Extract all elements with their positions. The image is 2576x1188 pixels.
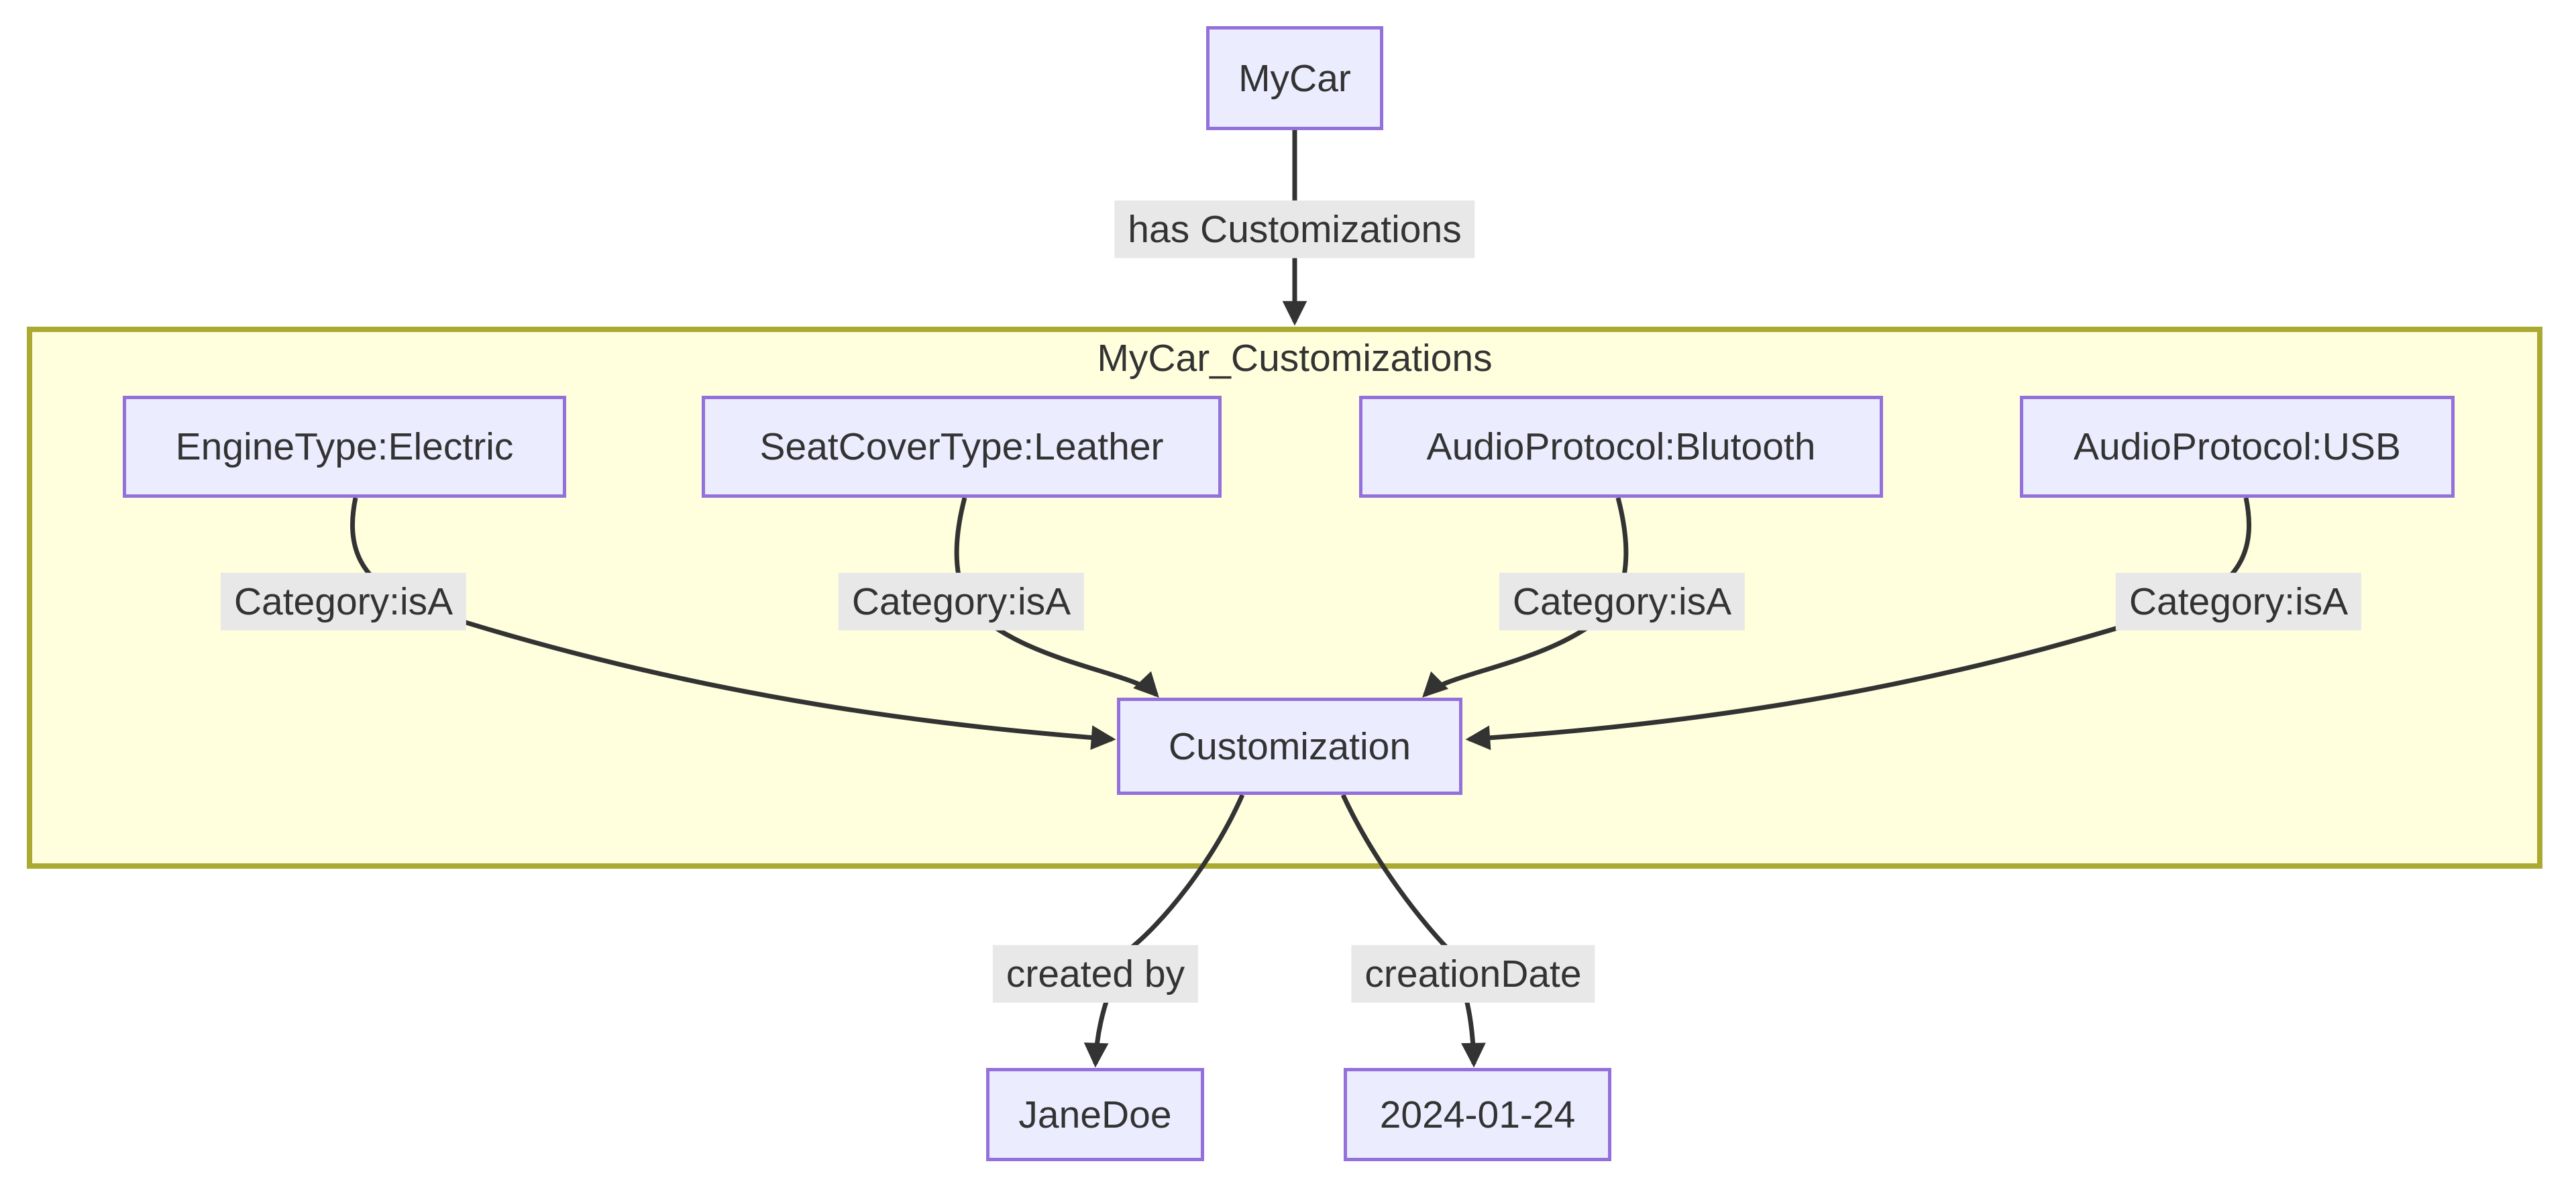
edge-label-has-customizations: has Customizations (1114, 200, 1475, 259)
edge-customization-to-janedoe (1083, 794, 1245, 1068)
node-customization: Customization (1117, 698, 1462, 795)
node-mycar: MyCar (1206, 26, 1383, 130)
edge-usb-to-customization (1465, 497, 2252, 751)
edge-label-created-by: created by (992, 944, 1199, 1004)
node-janedoe: JaneDoe (986, 1068, 1204, 1161)
node-audio-protocol-usb: AudioProtocol:USB (2020, 396, 2455, 498)
edge-label-category-isa-4: Category:isA (2115, 572, 2362, 631)
edge-engine-to-customization (350, 497, 1116, 750)
edge-label-creation-date: creationDate (1351, 944, 1595, 1004)
edge-label-category-isa-3: Category:isA (1499, 572, 1746, 631)
edge-label-category-isa-1: Category:isA (220, 572, 467, 631)
node-creation-date-value: 2024-01-24 (1344, 1068, 1611, 1161)
edge-label-category-isa-2: Category:isA (838, 572, 1085, 631)
node-engine-type-electric: EngineType:Electric (123, 396, 566, 498)
node-audio-protocol-bluetooth: AudioProtocol:Blutooth (1359, 396, 1883, 498)
node-seat-cover-type-leather: SeatCoverType:Leather (702, 396, 1222, 498)
edge-customization-to-date (1340, 794, 1486, 1068)
subgraph-title: MyCar_Customizations (1097, 337, 1493, 380)
